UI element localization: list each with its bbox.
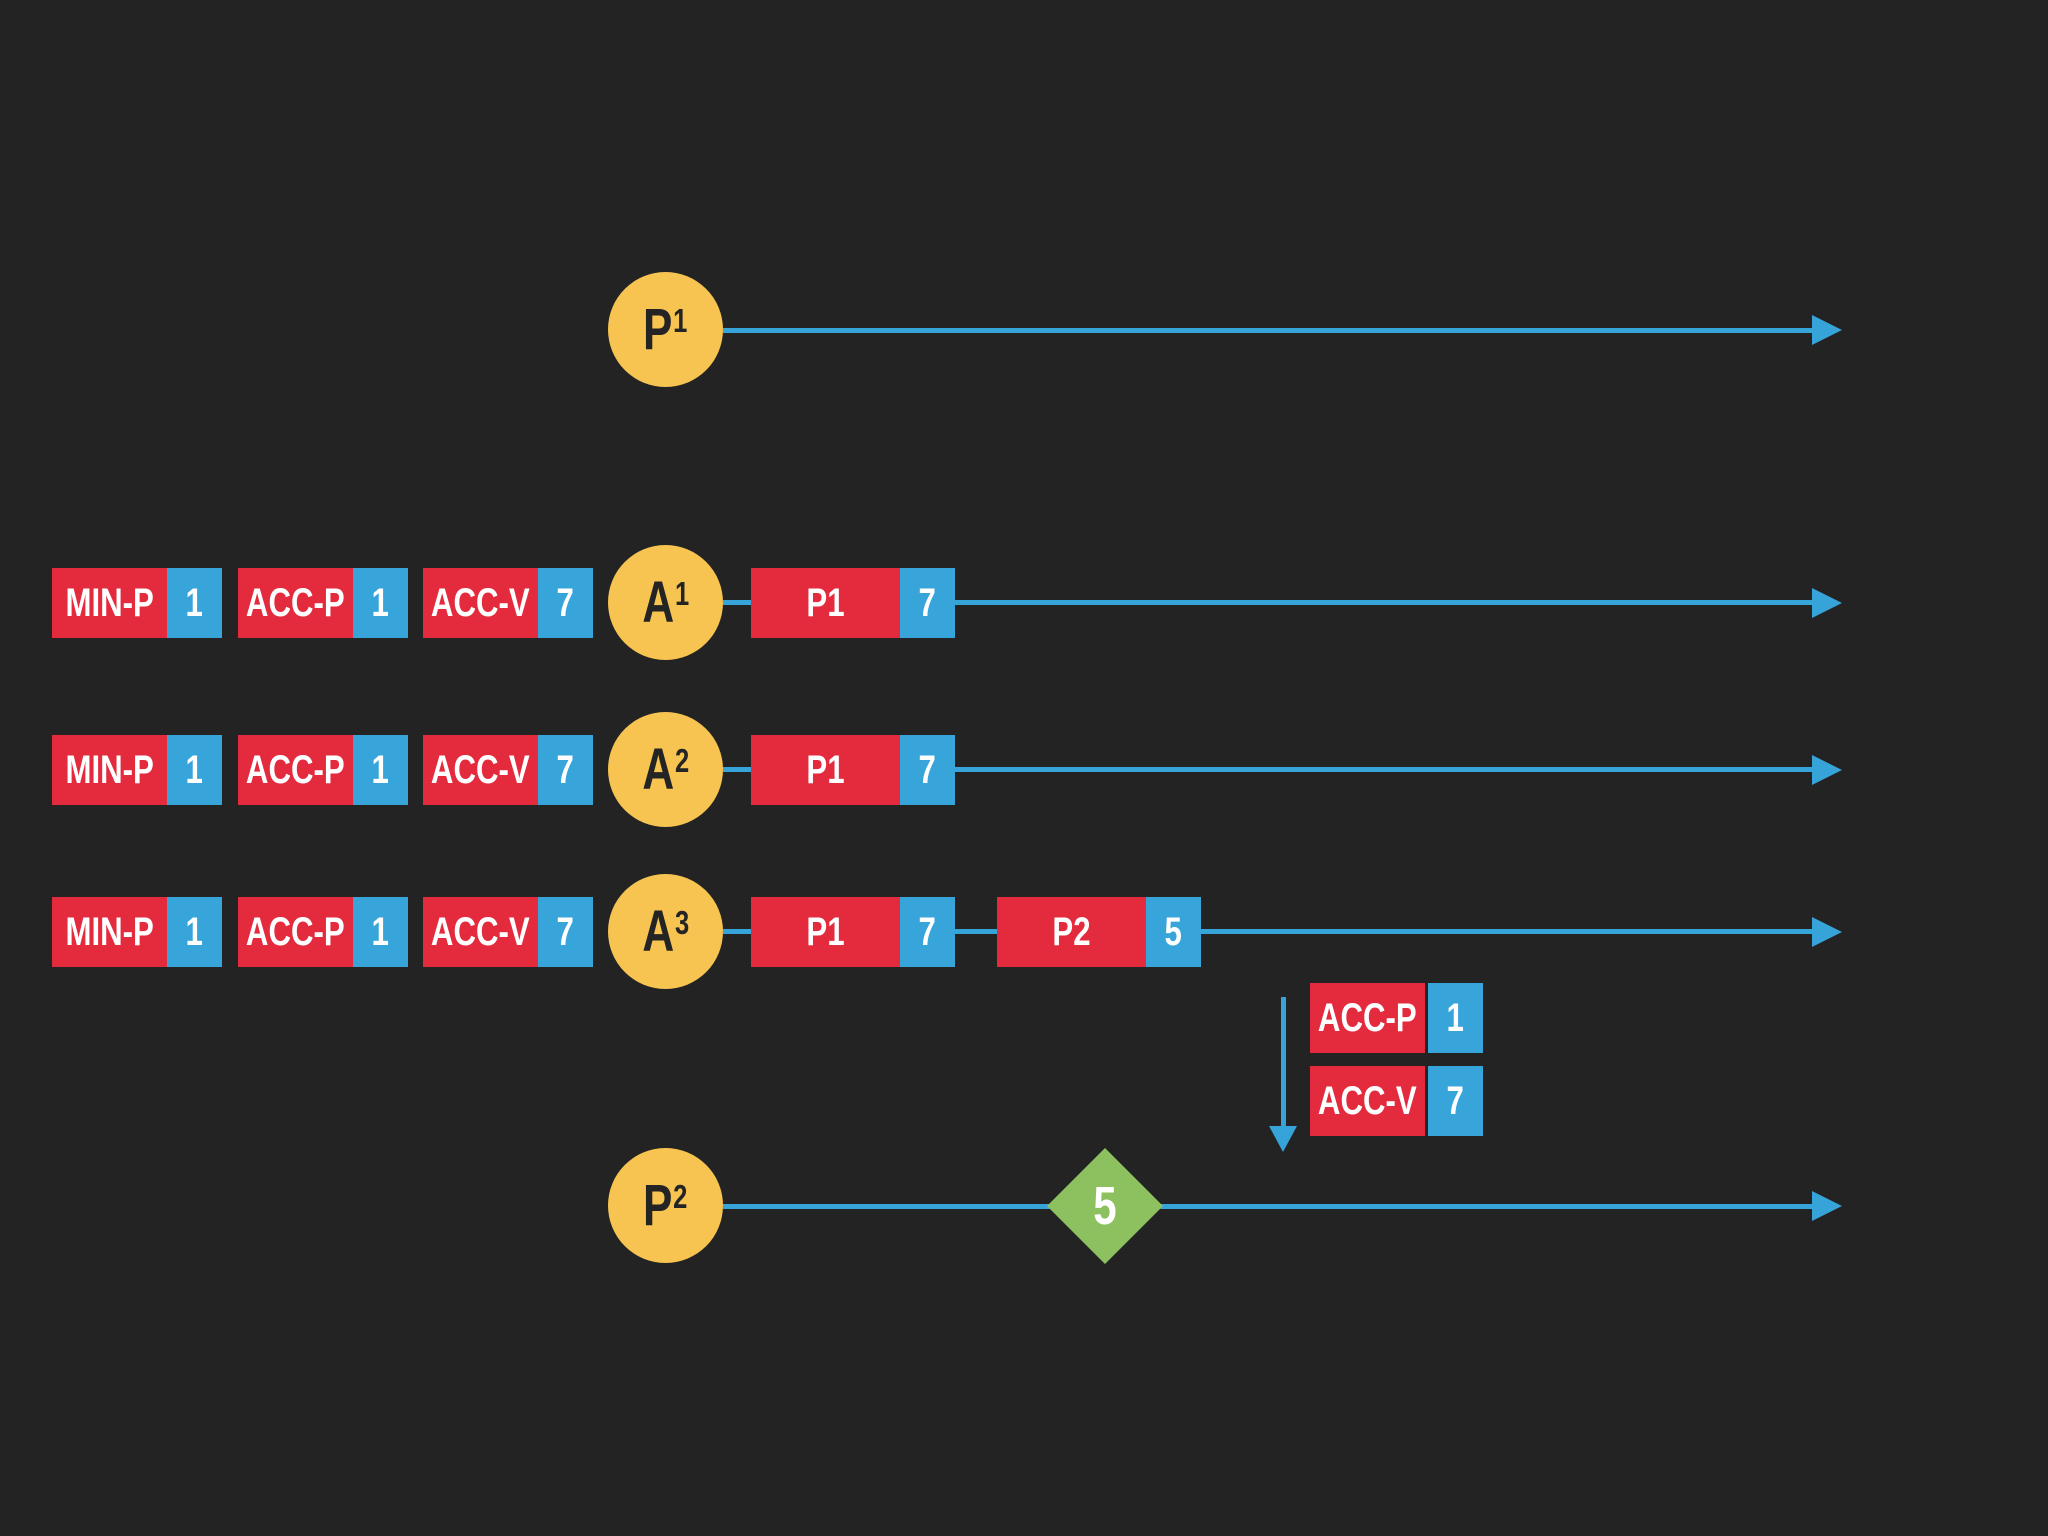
event-badge-p2: P2 5 bbox=[997, 897, 1201, 967]
timeline-line-a2 bbox=[723, 767, 1815, 772]
event-badge-p1: P1 7 bbox=[751, 897, 955, 967]
arrow-right-icon bbox=[1812, 917, 1842, 947]
badge-acc-v: ACC-V 7 bbox=[423, 897, 593, 967]
badge-label: P1 bbox=[751, 897, 900, 967]
badge-value: 1 bbox=[167, 897, 222, 967]
badge-value: 7 bbox=[538, 735, 593, 805]
node-p2: P2 bbox=[608, 1148, 723, 1263]
event-badge-p1: P1 7 bbox=[751, 568, 955, 638]
badge-value: 5 bbox=[1146, 897, 1201, 967]
badge-label: ACC-V bbox=[423, 568, 538, 638]
badge-label: P1 bbox=[751, 568, 900, 638]
badge-label: P1 bbox=[751, 735, 900, 805]
milestone-diamond-label: 5 bbox=[1093, 1176, 1117, 1236]
badge-value: 7 bbox=[538, 568, 593, 638]
arrow-right-icon bbox=[1812, 315, 1842, 345]
badge-value: 1 bbox=[1428, 983, 1483, 1053]
timeline-line-a1 bbox=[723, 600, 1815, 605]
badge-min-p: MIN-P 1 bbox=[52, 568, 222, 638]
arrow-down-icon bbox=[1269, 1126, 1297, 1152]
callout-badge-acc-p: ACC-P 1 bbox=[1310, 983, 1483, 1053]
node-a3-label: A3 bbox=[642, 899, 689, 964]
timeline-line-p1 bbox=[723, 328, 1815, 333]
badge-min-p: MIN-P 1 bbox=[52, 897, 222, 967]
node-a2-label: A2 bbox=[642, 737, 689, 802]
arrow-right-icon bbox=[1812, 1191, 1842, 1221]
callout-drop-line bbox=[1281, 997, 1286, 1128]
node-a1: A1 bbox=[608, 545, 723, 660]
badge-min-p: MIN-P 1 bbox=[52, 735, 222, 805]
badge-label: MIN-P bbox=[52, 735, 167, 805]
badge-value: 1 bbox=[353, 568, 408, 638]
badge-value: 7 bbox=[900, 568, 955, 638]
badge-label: ACC-P bbox=[238, 568, 353, 638]
node-p1-label: P1 bbox=[643, 297, 688, 362]
badge-value: 7 bbox=[900, 897, 955, 967]
badge-label: ACC-P bbox=[238, 735, 353, 805]
badge-label: ACC-P bbox=[238, 897, 353, 967]
badge-value: 1 bbox=[167, 568, 222, 638]
badge-label: MIN-P bbox=[52, 568, 167, 638]
event-badge-p1: P1 7 bbox=[751, 735, 955, 805]
badge-value: 7 bbox=[538, 897, 593, 967]
node-p2-label: P2 bbox=[643, 1173, 688, 1238]
badge-label: ACC-P bbox=[1310, 983, 1425, 1053]
node-p1: P1 bbox=[608, 272, 723, 387]
callout-badge-acc-v: ACC-V 7 bbox=[1310, 1066, 1483, 1136]
badge-acc-p: ACC-P 1 bbox=[238, 735, 408, 805]
arrow-right-icon bbox=[1812, 588, 1842, 618]
arrow-right-icon bbox=[1812, 755, 1842, 785]
badge-label: ACC-V bbox=[1310, 1066, 1425, 1136]
badge-acc-p: ACC-P 1 bbox=[238, 897, 408, 967]
badge-value: 1 bbox=[353, 735, 408, 805]
badge-acc-p: ACC-P 1 bbox=[238, 568, 408, 638]
node-a3: A3 bbox=[608, 874, 723, 989]
badge-value: 1 bbox=[353, 897, 408, 967]
badge-label: ACC-V bbox=[423, 897, 538, 967]
timeline-line-p2 bbox=[723, 1204, 1815, 1209]
badge-value: 7 bbox=[900, 735, 955, 805]
badge-acc-v: ACC-V 7 bbox=[423, 568, 593, 638]
badge-acc-v: ACC-V 7 bbox=[423, 735, 593, 805]
timeline-line-a3 bbox=[723, 929, 1815, 934]
badge-value: 1 bbox=[167, 735, 222, 805]
node-a1-label: A1 bbox=[642, 570, 689, 635]
node-a2: A2 bbox=[608, 712, 723, 827]
badge-label: P2 bbox=[997, 897, 1146, 967]
badge-value: 7 bbox=[1428, 1066, 1483, 1136]
badge-label: MIN-P bbox=[52, 897, 167, 967]
badge-label: ACC-V bbox=[423, 735, 538, 805]
